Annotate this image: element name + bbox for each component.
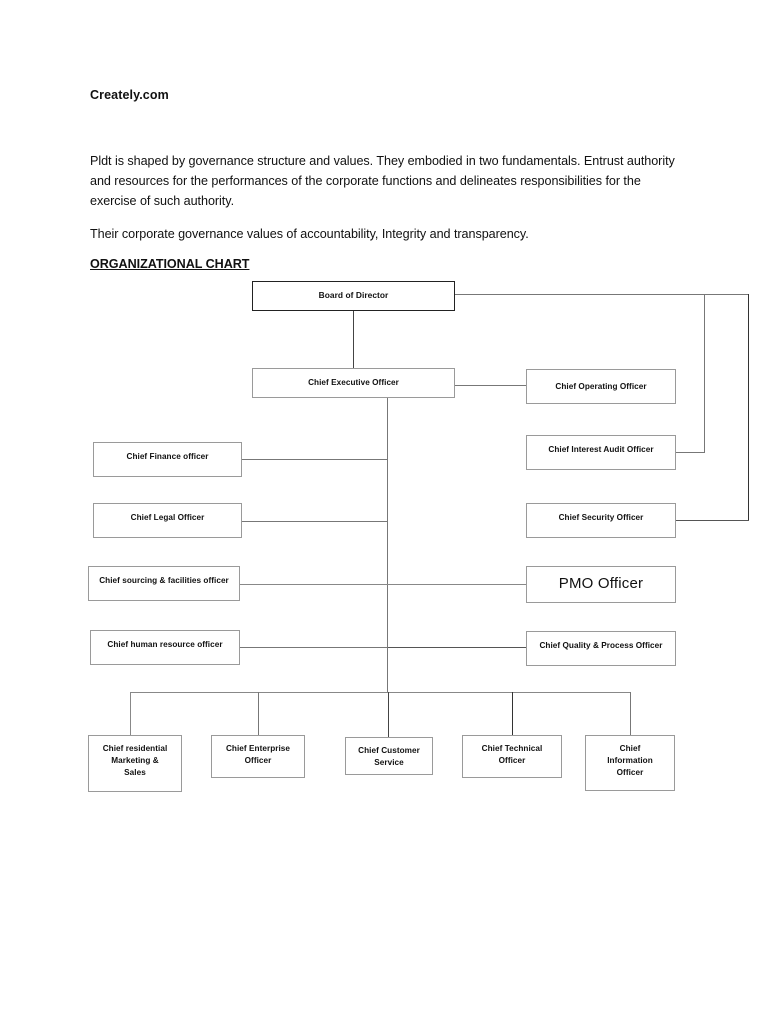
node-label: Chief Information Officer xyxy=(586,736,674,779)
paragraph-governance: Pldt is shaped by governance structure a… xyxy=(90,153,675,209)
node-label: Chief human resource officer xyxy=(107,640,223,649)
node-label-line-1: Chief residential xyxy=(102,744,168,753)
node-chief-interest-audit-officer[interactable]: Chief Interest Audit Officer xyxy=(526,435,676,470)
node-label: Chief sourcing & facilities officer xyxy=(99,576,229,585)
node-label: Chief Executive Officer xyxy=(308,378,399,388)
document-text-block: Creately.com Pldt is shaped by governanc… xyxy=(90,88,678,271)
node-label: Chief Finance officer xyxy=(126,452,209,461)
node-label: Chief residential Marketing & Sales xyxy=(89,736,181,779)
node-chief-customer-service[interactable]: Chief Customer Service xyxy=(345,737,433,775)
node-label: Chief Legal Officer xyxy=(130,513,205,522)
node-label: Chief Security Officer xyxy=(558,513,644,522)
node-chief-quality-process-officer[interactable]: Chief Quality & Process Officer xyxy=(526,631,676,666)
node-label: Chief Operating Officer xyxy=(555,381,647,391)
node-chief-sourcing-facilities-officer[interactable]: Chief sourcing & facilities officer xyxy=(88,566,240,601)
node-chief-legal-officer[interactable]: Chief Legal Officer xyxy=(93,503,242,538)
node-chief-technical-officer[interactable]: Chief Technical Officer xyxy=(462,735,562,778)
node-label: Board of Director xyxy=(318,290,389,301)
node-label-line-1: Chief Customer xyxy=(358,746,420,755)
node-label-line-2: Marketing & xyxy=(111,755,159,765)
node-label: Chief Interest Audit Officer xyxy=(548,445,654,454)
node-label-line-1: Chief Enterprise xyxy=(225,744,291,753)
node-label: PMO Officer xyxy=(558,575,644,593)
node-label-line-2: Service xyxy=(374,757,404,767)
site-name: Creately.com xyxy=(90,88,169,102)
node-label: Chief Quality & Process Officer xyxy=(539,641,663,650)
node-label: Chief Technical Officer xyxy=(463,736,561,767)
node-chief-security-officer[interactable]: Chief Security Officer xyxy=(526,503,676,538)
node-chief-human-resource-officer[interactable]: Chief human resource officer xyxy=(90,630,240,665)
section-title-organizational-chart: ORGANIZATIONAL CHART xyxy=(90,257,250,272)
node-label-line-2: Information xyxy=(607,755,653,765)
node-label-line-3: Sales xyxy=(124,767,146,777)
node-label-line-1: Chief Technical xyxy=(481,744,543,753)
node-label-line-3: Officer xyxy=(616,767,644,777)
node-label-line-1: Chief xyxy=(619,744,641,753)
node-chief-operating-officer[interactable]: Chief Operating Officer xyxy=(526,369,676,404)
node-chief-residential-marketing-sales[interactable]: Chief residential Marketing & Sales xyxy=(88,735,182,792)
node-chief-enterprise-officer[interactable]: Chief Enterprise Officer xyxy=(211,735,305,778)
node-pmo-officer[interactable]: PMO Officer xyxy=(526,566,676,603)
node-label-line-2: Officer xyxy=(498,755,526,765)
node-chief-finance-officer[interactable]: Chief Finance officer xyxy=(93,442,242,477)
node-label: Chief Enterprise Officer xyxy=(212,736,304,767)
node-label: Chief Customer Service xyxy=(346,738,432,769)
paragraph-values: Their corporate governance values of acc… xyxy=(90,226,529,241)
node-chief-executive-officer[interactable]: Chief Executive Officer xyxy=(252,368,455,398)
node-board-of-director[interactable]: Board of Director xyxy=(252,281,455,311)
node-chief-information-officer[interactable]: Chief Information Officer xyxy=(585,735,675,791)
node-label-line-2: Officer xyxy=(244,755,272,765)
